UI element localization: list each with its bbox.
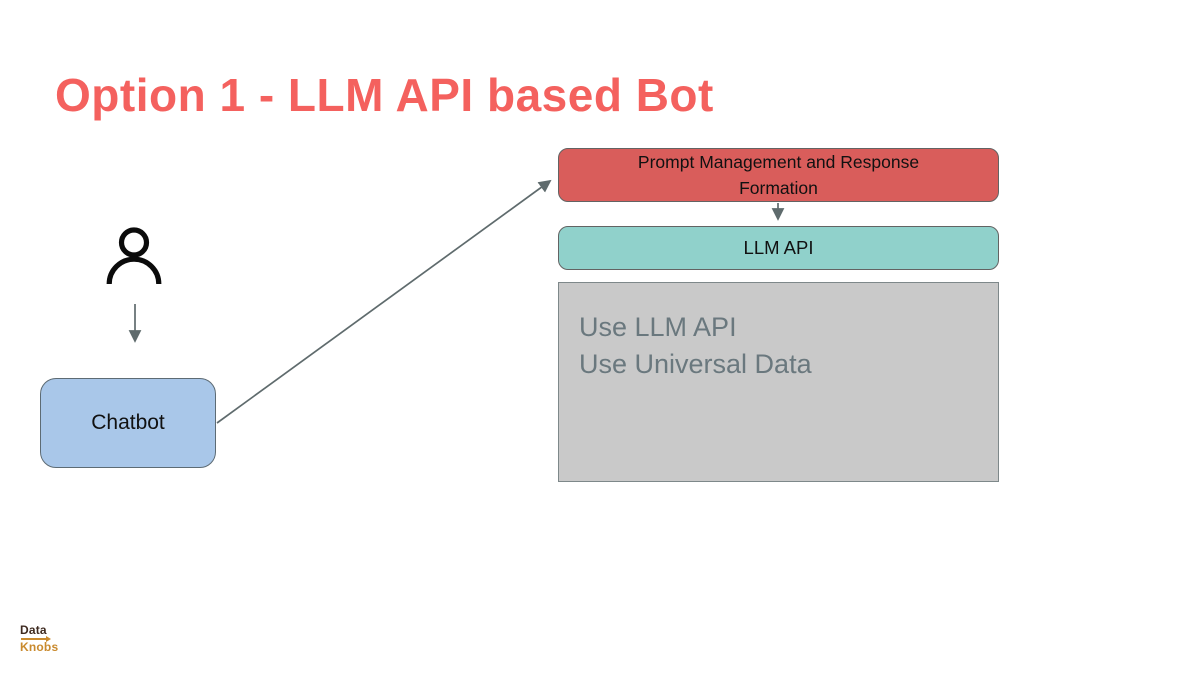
user-person-icon	[106, 226, 162, 286]
node-chatbot-label: Chatbot	[91, 411, 165, 434]
logo-knobs-text: Knobs	[20, 640, 59, 654]
dataknobs-logo: Data Knobs	[20, 623, 68, 654]
node-llm-api: LLM API	[558, 226, 999, 270]
logo-data-text: Data	[20, 623, 47, 637]
node-llm-api-label: LLM API	[743, 237, 814, 258]
logo-arrow-icon	[21, 635, 51, 642]
notes-line-2: Use Universal Data	[579, 349, 812, 379]
node-prompt-management-label: Prompt Management and Response Formation	[637, 152, 920, 198]
connector-chatbot-to-prompt	[216, 179, 552, 424]
node-prompt-management: Prompt Management and Response Formation	[558, 148, 999, 202]
notes-box: Use LLM API Use Universal Data	[558, 282, 999, 482]
notes-line-1: Use LLM API	[579, 312, 737, 342]
page-title: Option 1 - LLM API based Bot	[55, 69, 714, 121]
node-chatbot: Chatbot	[40, 378, 216, 468]
